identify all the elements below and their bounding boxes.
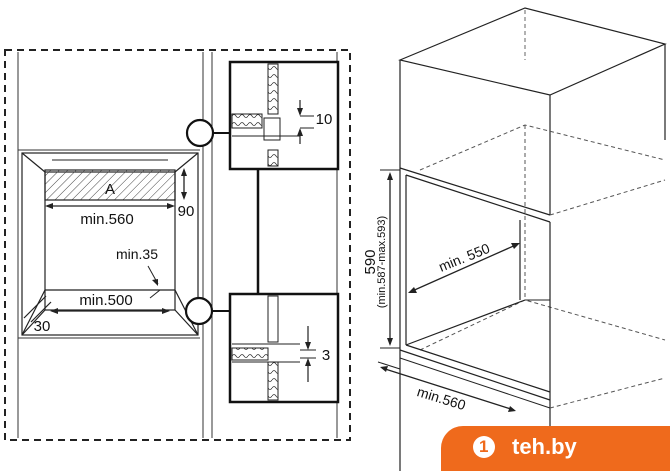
label-590: 590 [362, 249, 379, 274]
label-detail-10: 10 [316, 111, 333, 128]
niche-opening [399, 167, 551, 401]
cabinet-top [398, 7, 667, 96]
dim-line-min-560-right [381, 367, 515, 411]
right-cabinet-drawing: 590 (min.587-max.593) min. 550 min.560 [362, 7, 667, 471]
outer-dashed-frame [4, 49, 351, 441]
label-30: 30 [34, 318, 51, 335]
dim-line-min-550 [409, 243, 519, 293]
label-min-560-left: min.560 [80, 211, 133, 228]
label-90: 90 [178, 203, 195, 220]
label-min-550: min. 550 [436, 240, 492, 275]
label-min-500: min.500 [79, 292, 132, 309]
oven-niche [21, 152, 199, 336]
left-cabinet-drawing: A min.560 90 min.35 min.500 30 [4, 49, 351, 441]
detail-box-bottom: 3 [228, 292, 340, 404]
logo-digit: 1 [479, 437, 489, 456]
label-detail-3: 3 [322, 347, 330, 364]
label-a: A [105, 181, 115, 198]
ventilation-opening-a [44, 169, 176, 201]
label-min-max-range: (min.587-max.593) [376, 216, 388, 308]
detail-circle-bottom [184, 296, 214, 326]
watermark-text: teh.by [512, 434, 577, 459]
teh-logo-icon: 1 [473, 436, 495, 458]
label-min-35: min.35 [116, 246, 158, 262]
detail-box-top: 10 [228, 60, 340, 171]
detail-circle-top [185, 118, 215, 148]
label-min-560-right: min.560 [415, 383, 468, 413]
